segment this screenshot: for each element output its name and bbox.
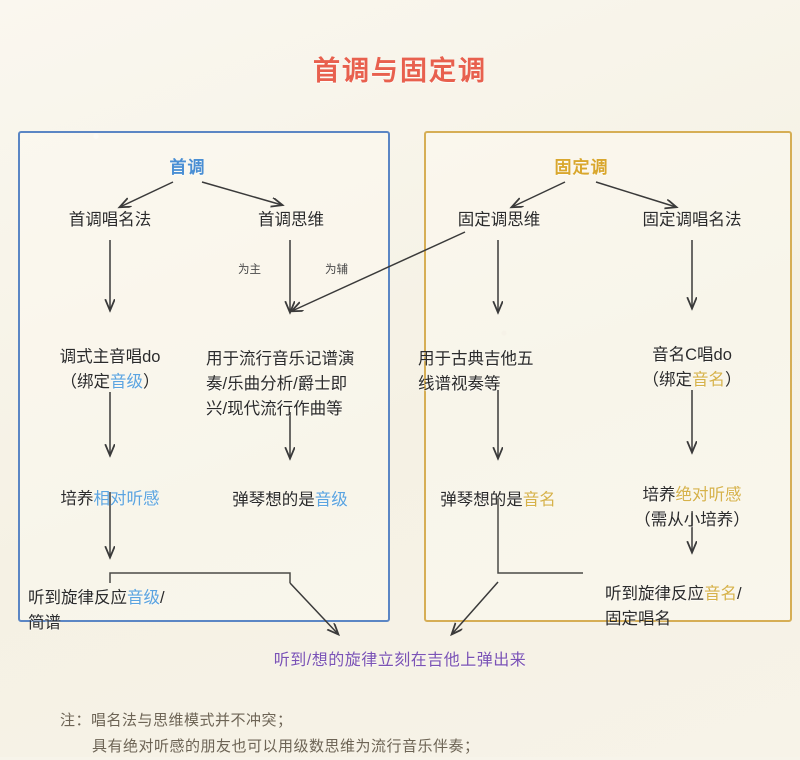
node-gudingdiao-siwei: 固定调思维 (457, 211, 541, 229)
node-right-outer-step-1: 音名C唱do （绑定音名） (606, 318, 778, 393)
node-mid-step-2-highlight: 音级 (314, 491, 348, 509)
right-panel-gudingdiao (424, 131, 792, 622)
node-left-step-1: 调式主音唱do （绑定音级） (24, 320, 196, 395)
node-left-step-1-highlight: 音级 (110, 373, 143, 391)
node-right-outer-step-1-highlight: 音名 (692, 371, 725, 389)
node-right-outer-step-2-text: 培养 (642, 486, 676, 504)
node-mid-step-1-text: 用于流行音乐记谱演 奏/乐曲分析/爵士即 兴/现代流行作曲等 (206, 350, 355, 418)
node-left-step-3-highlight: 音级 (127, 589, 160, 607)
node-shoudiao-changmingfa: 首调唱名法 (68, 211, 152, 229)
node-right-outer-step-2-suffix: （需从小培养） (634, 511, 750, 529)
node-right-outer-step-3-highlight: 音名 (704, 585, 737, 603)
node-left-step-1-text: 调式主音唱do （绑定 (59, 348, 161, 391)
node-left-step-3-text: 听到旋律反应 (28, 589, 127, 607)
node-right-inner-step-2-highlight: 音名 (522, 491, 556, 509)
edge-label-weifu: 为辅 (325, 264, 348, 276)
node-right-inner-step-2: 弹琴想的是音名 (408, 463, 588, 513)
edge-label-weizhu: 为主 (238, 264, 261, 276)
node-left-step-3: 听到旋律反应音级/ 简谱 (28, 561, 213, 636)
node-right-outer-step-1-text: 音名C唱do （绑定 (642, 346, 732, 389)
footnote-line-2: 具有绝对听感的朋友也可以用级数思维为流行音乐伴奏； (92, 738, 480, 755)
node-root-gudingdiao: 固定调 (554, 158, 609, 177)
node-shoudiao-siwei: 首调思维 (258, 211, 324, 229)
node-left-step-2-text: 培养 (60, 490, 94, 508)
node-right-inner-step-1-text: 用于古典吉他五 线谱视奏等 (418, 350, 534, 393)
node-right-inner-step-2-text: 弹琴想的是 (440, 491, 523, 509)
footnote-line-1: 注：唱名法与思维模式并不冲突； (60, 712, 293, 729)
node-left-step-2-highlight: 相对听感 (93, 490, 160, 508)
node-left-step-1-suffix: ） (143, 373, 160, 391)
node-right-outer-step-3-suffix: / 固定唱名 (605, 585, 742, 628)
node-right-outer-step-3: 听到旋律反应音名/ 固定唱名 (605, 557, 793, 632)
node-right-inner-step-1: 用于古典吉他五 线谱视奏等 (418, 322, 590, 397)
node-left-step-3-suffix: / 简谱 (28, 589, 165, 632)
node-root-shoudiao: 首调 (169, 158, 206, 177)
left-panel-shoudiao (18, 131, 390, 622)
node-right-outer-step-1-suffix: ） (725, 371, 742, 389)
node-right-outer-step-3-text: 听到旋律反应 (605, 585, 704, 603)
node-mid-step-2-text: 弹琴想的是 (232, 491, 315, 509)
page-title: 首调与固定调 (313, 56, 487, 86)
node-mid-step-1: 用于流行音乐记谱演 奏/乐曲分析/爵士即 兴/现代流行作曲等 (206, 322, 384, 422)
node-mid-step-2: 弹琴想的是音级 (200, 463, 380, 513)
node-left-step-2: 培养相对听感 (24, 462, 196, 512)
node-right-outer-step-2-highlight: 绝对听感 (675, 486, 742, 504)
node-gudingdiao-changmingfa: 固定调唱名法 (642, 211, 742, 229)
node-right-outer-step-2: 培养绝对听感 （需从小培养） (601, 458, 783, 533)
conclusion-text: 听到/想的旋律立刻在吉他上弹出来 (273, 652, 527, 669)
